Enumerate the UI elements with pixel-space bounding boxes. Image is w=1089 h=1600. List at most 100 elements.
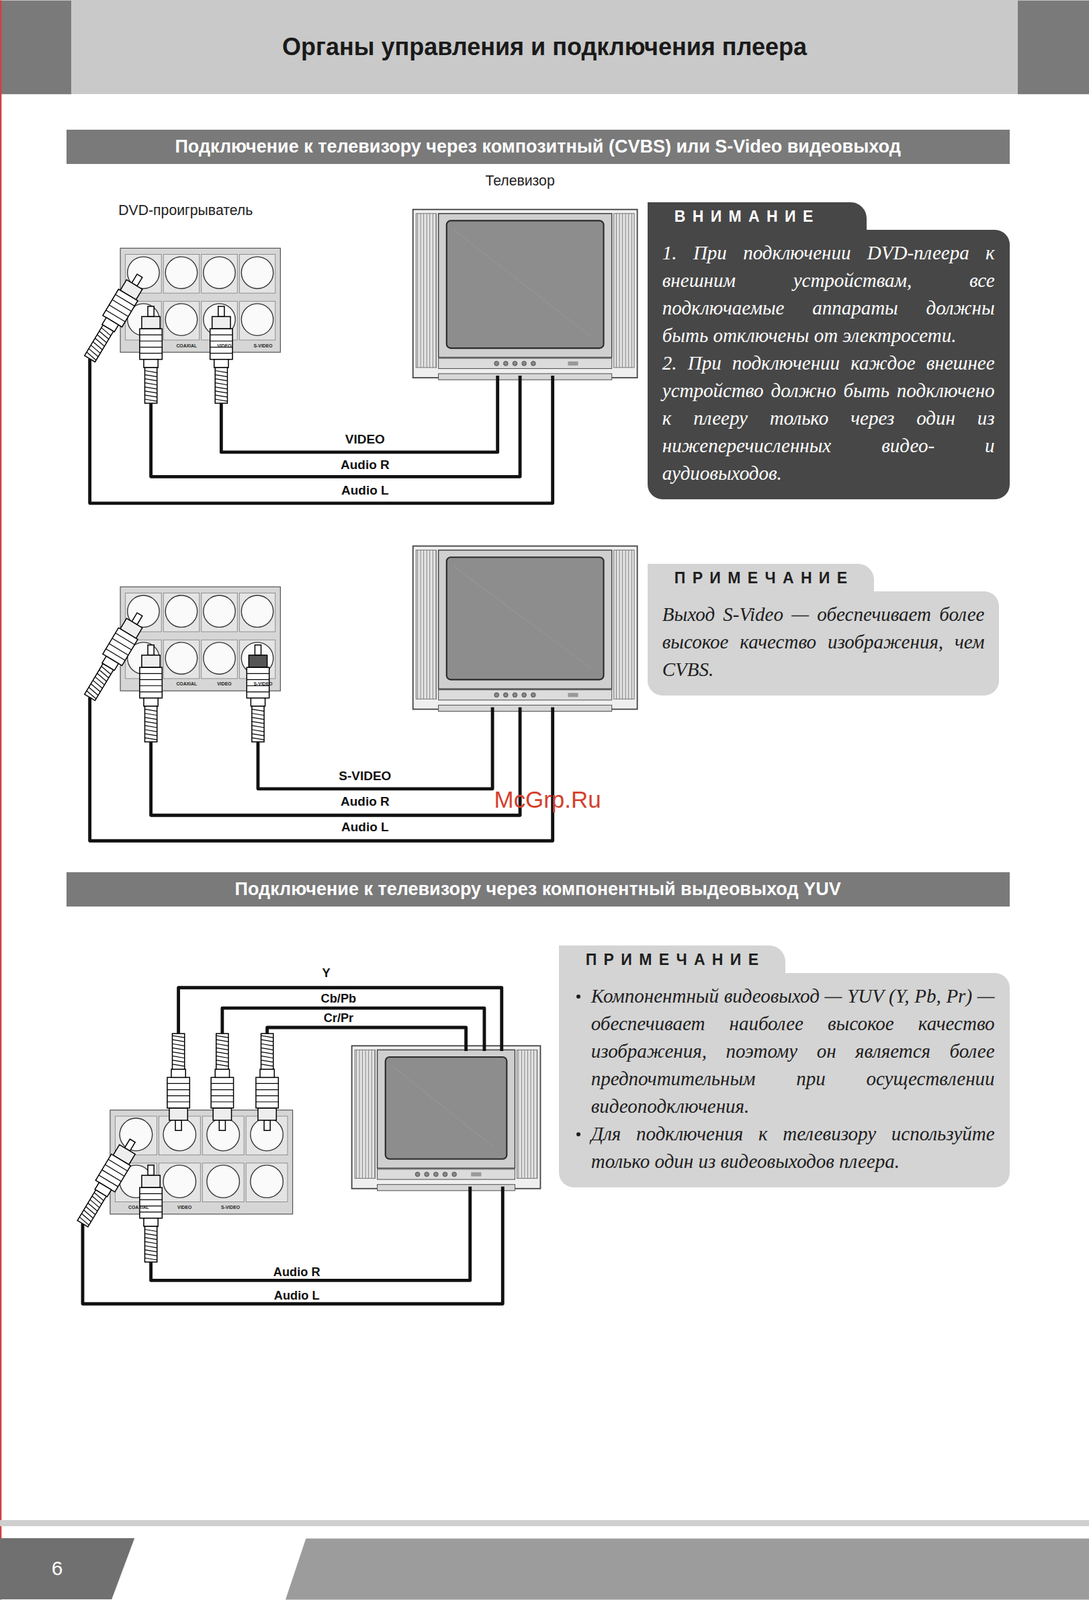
boot-thread [145, 390, 158, 394]
boot-thread [216, 1060, 229, 1063]
plug-rib [139, 352, 162, 354]
boot-thread [261, 1055, 274, 1058]
signal-label: COAXIAL [176, 343, 197, 349]
signal-label: S-VIDEO [338, 769, 391, 784]
plug-body [210, 1076, 234, 1108]
boot-thread [172, 1039, 185, 1042]
jack [206, 1117, 240, 1151]
jack-cell [158, 1162, 201, 1202]
boot-thread [216, 1064, 229, 1067]
plug-collar [212, 316, 231, 329]
page-number: 6 [51, 1556, 64, 1580]
cable [82, 1186, 503, 1304]
speaker-grille [415, 550, 437, 700]
boot-thread [261, 1051, 274, 1054]
signal-label: S-VIDEO [253, 343, 273, 349]
boot-thread [96, 334, 108, 343]
signal-label: VIDEO [216, 681, 232, 688]
jack [203, 256, 236, 289]
speaker-grille [354, 1049, 375, 1178]
plug-body [139, 328, 162, 360]
jack [165, 642, 197, 674]
boot-thread [216, 1035, 229, 1038]
tv-base [438, 704, 613, 711]
rca-plug [139, 1164, 162, 1262]
callout-heading: ПРИМЕЧАНИЕ [558, 945, 787, 973]
boot-thread [145, 399, 158, 402]
boot-thread [251, 708, 265, 711]
boot-thread [214, 370, 228, 373]
plug-rib [139, 346, 162, 348]
boot-thread [86, 1202, 99, 1211]
plug-tip [264, 1119, 271, 1130]
power-led [470, 1171, 482, 1176]
jack-cell [158, 1115, 201, 1155]
boot-thread [145, 729, 158, 732]
boot-thread [145, 1228, 158, 1231]
signal-label: Audio L [274, 1288, 320, 1302]
boot-thread [145, 1245, 158, 1248]
rca-plug [73, 1134, 143, 1230]
screen [446, 556, 604, 680]
plug-rib [102, 1169, 122, 1182]
tv-button [521, 692, 527, 698]
boot-thread [172, 1051, 185, 1054]
cable [90, 697, 553, 841]
control-strip [438, 689, 613, 701]
power-led [567, 692, 578, 697]
tv-button [424, 1171, 430, 1177]
boot-thread [251, 729, 265, 732]
boot-thread [251, 725, 265, 728]
jack-cell [202, 1115, 244, 1155]
boot-thread [90, 683, 102, 692]
speaker-grille [614, 550, 635, 700]
boot-thread [216, 1039, 229, 1042]
jack-cell [201, 639, 238, 679]
cable [151, 375, 520, 477]
boot-thread [145, 370, 158, 373]
plug-tip [218, 306, 225, 317]
signal-label: Audio R [340, 794, 390, 809]
plug-rib [108, 1158, 128, 1171]
edge-line [0, 0, 2, 1600]
boot-thread [145, 712, 158, 715]
boot-thread [261, 1035, 274, 1038]
plug-rib [115, 632, 136, 645]
screen-bezel [438, 550, 613, 689]
tv-button [503, 361, 508, 367]
boot-thread [145, 395, 158, 398]
boot-thread [261, 1060, 274, 1063]
plug-neck [259, 1068, 275, 1077]
tv-body [413, 546, 638, 710]
tv-button [494, 692, 500, 698]
tv-body [413, 209, 638, 378]
jack-panel [110, 1109, 293, 1214]
plug-boot [145, 1226, 158, 1262]
plug-boot [216, 1033, 229, 1069]
plug-collar [141, 316, 160, 329]
plug-collar [141, 1174, 160, 1188]
plug-rib [139, 1211, 162, 1212]
jack [250, 1117, 284, 1151]
signal-label: Audio R [273, 1265, 321, 1279]
boot-thread [145, 1237, 158, 1240]
screen-bezel [438, 213, 613, 358]
rca-plug [139, 644, 162, 742]
jack [206, 1164, 240, 1198]
callout-heading: ПРИМЕЧАНИЕ [647, 563, 875, 592]
cable [267, 1027, 467, 1051]
jack [203, 595, 236, 627]
signal-label: COAXIAL [128, 1204, 150, 1210]
boot-thread [145, 737, 158, 740]
cable [178, 987, 502, 1051]
boot-thread [261, 1064, 274, 1067]
boot-thread [145, 378, 158, 381]
plug-rib [167, 1101, 190, 1102]
screen [446, 220, 604, 348]
boot-thread [92, 341, 104, 350]
boot-thread [98, 669, 110, 678]
screen-glare [453, 229, 592, 337]
screen-glare [453, 566, 592, 669]
